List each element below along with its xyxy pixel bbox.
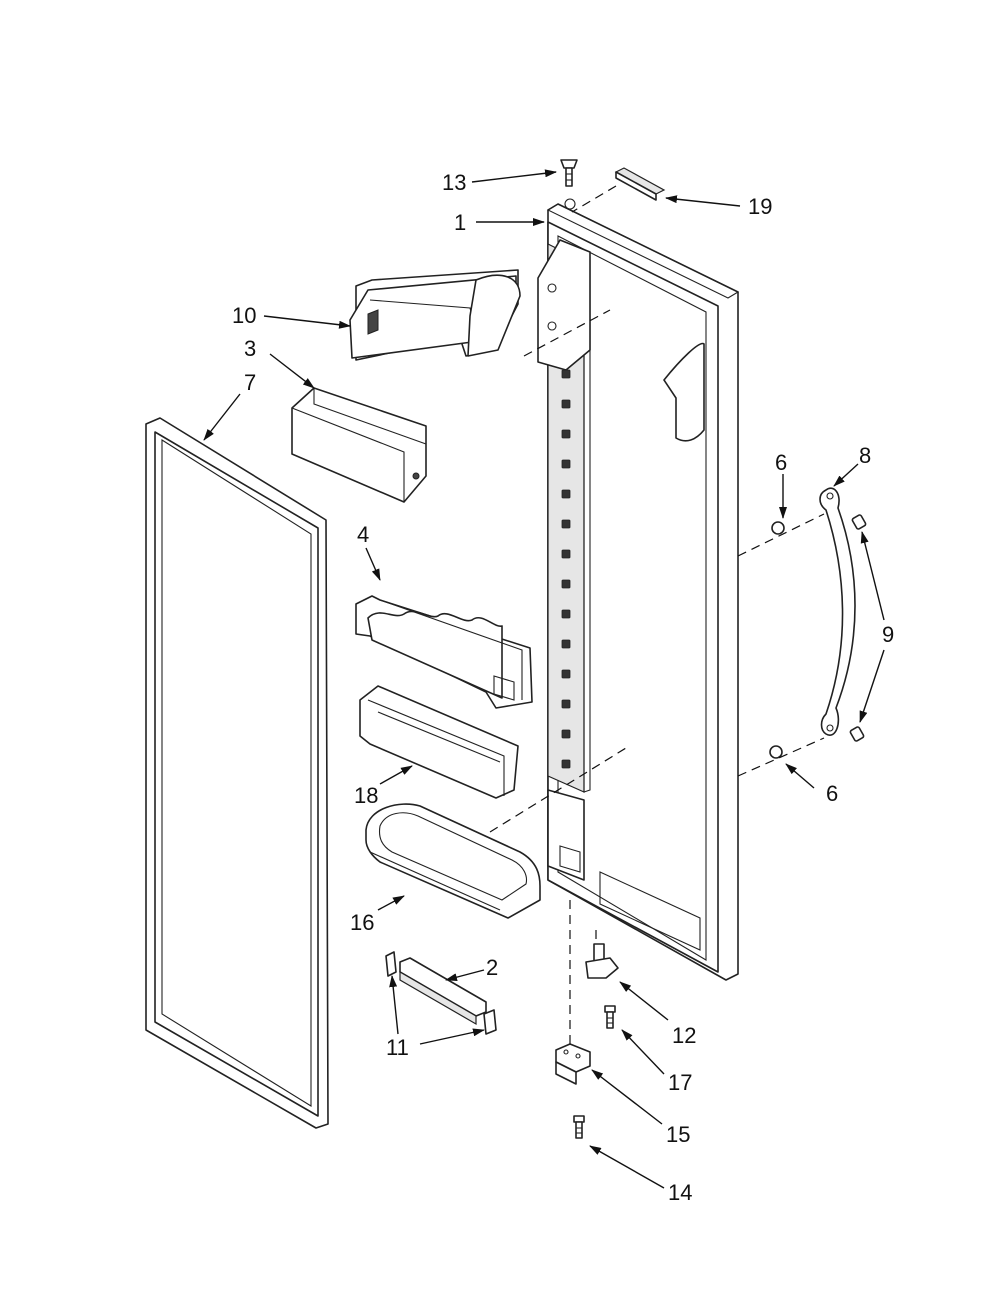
callout-13: 13 — [442, 170, 466, 195]
callout-15: 15 — [666, 1122, 690, 1147]
callout-4: 4 — [357, 522, 369, 547]
callout-6-bottom: 6 — [826, 781, 838, 806]
callout-9: 9 — [882, 622, 894, 647]
hinge-screw-upper — [604, 1005, 616, 1029]
callout-8: 8 — [859, 443, 871, 468]
bottom-hinge-pin — [585, 943, 619, 979]
callout-17: 17 — [668, 1070, 692, 1095]
callout-2: 2 — [486, 955, 498, 980]
leader-lines — [203, 169, 885, 1189]
door-liner — [537, 203, 740, 981]
handle-screws — [849, 514, 867, 742]
door-trim — [614, 167, 666, 201]
callout-18: 18 — [354, 783, 378, 808]
callout-6-top: 6 — [775, 450, 787, 475]
handle-spacers — [769, 521, 785, 759]
door-handle — [819, 487, 856, 736]
bottom-hinge-bracket — [555, 1043, 591, 1085]
callout-3: 3 — [244, 336, 256, 361]
callout-16: 16 — [350, 910, 374, 935]
door-gasket — [145, 417, 329, 1129]
dairy-door — [291, 387, 427, 503]
callout-7: 7 — [244, 370, 256, 395]
callout-10: 10 — [232, 303, 256, 328]
dairy-bin — [349, 269, 521, 361]
hinge-plug — [560, 159, 578, 210]
callout-labels: 13 19 1 10 3 7 6 8 4 9 18 6 16 2 12 11 1… — [232, 170, 894, 1205]
trim-end-caps — [385, 951, 497, 1035]
callout-14: 14 — [668, 1180, 692, 1205]
callout-12: 12 — [672, 1023, 696, 1048]
callout-1: 1 — [454, 210, 466, 235]
bin-trim-strip — [399, 957, 487, 1026]
door-bin-small — [359, 685, 519, 799]
egg-bin — [355, 595, 533, 709]
callout-19: 19 — [748, 194, 772, 219]
callout-11: 11 — [386, 1035, 409, 1060]
hinge-screw-lower — [573, 1115, 585, 1139]
door-bin-large — [365, 803, 541, 919]
